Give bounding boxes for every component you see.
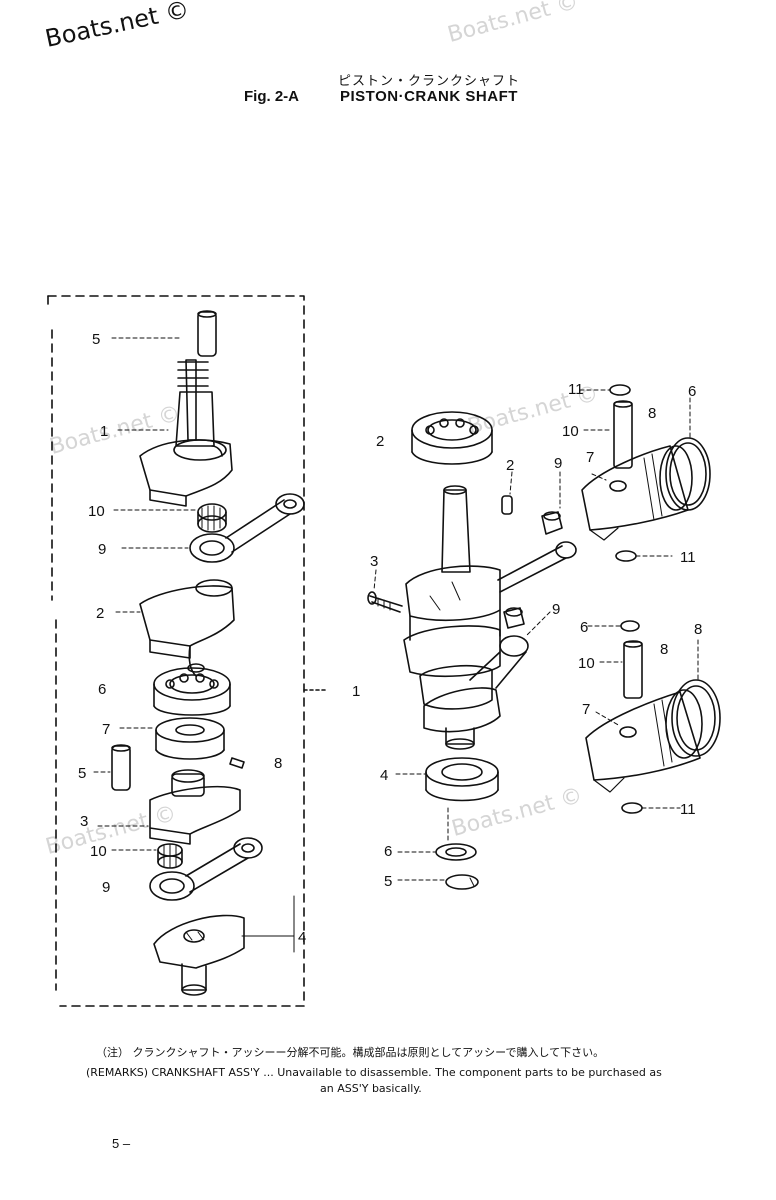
callout-9-middle-right: 9 xyxy=(552,601,560,618)
callout-1-assembly: 1 xyxy=(352,683,360,700)
remarks-english-line2: an ASS'Y basically. xyxy=(320,1082,422,1095)
title-japanese: ピストン・クランクシャフト xyxy=(338,74,521,89)
remarks-english-line1: (REMARKS) CRANKSHAFT ASS'Y ... Unavailab… xyxy=(86,1066,662,1079)
crank-pin-top xyxy=(197,310,217,357)
callout-5-circlip: 5 xyxy=(384,873,392,890)
remarks-japanese: （注） クランクシャフト・アッシーー分解不可能。構成部品は原則としてアッシーで購… xyxy=(96,1046,605,1059)
callout-5-lower-left: 5 xyxy=(78,765,86,782)
callout-11-top-right: 11 xyxy=(568,381,584,398)
crank-web xyxy=(139,579,235,677)
callout-6-top-right: 6 xyxy=(688,383,696,400)
callouts-left: 5 1 10 9 2 6 7 5 8 3 10 9 4 1 xyxy=(78,331,360,946)
callout-11-middle-right: 11 xyxy=(680,549,696,566)
page-number: 5 – xyxy=(112,1136,131,1151)
callout-5-top-left: 5 xyxy=(92,331,100,348)
callout-2-left: 2 xyxy=(96,605,104,622)
figure-number: Fig. 2-A xyxy=(244,88,299,105)
piston-clip-bottom-lower xyxy=(621,802,643,814)
upper-crank-half xyxy=(139,359,233,507)
callout-10-lower-right: 10 xyxy=(578,655,595,672)
callouts-right: 2 2 3 9 11 10 7 8 6 9 11 10 8 7 8 11 6 4… xyxy=(370,381,702,890)
callout-7-lower-right: 7 xyxy=(582,701,590,718)
connecting-rod-upper xyxy=(189,493,305,563)
piston-pin-top xyxy=(613,400,633,469)
piston-clip-top xyxy=(609,384,631,396)
piston-clip-bottom xyxy=(620,620,640,632)
callout-8-lower-right-pin: 8 xyxy=(660,641,668,658)
circlip xyxy=(445,874,479,890)
callout-9-top-left: 9 xyxy=(98,541,106,558)
assembly-box xyxy=(47,295,329,1007)
title-english: PISTON·CRANK SHAFT xyxy=(340,88,518,105)
lower-crank-half xyxy=(153,914,245,996)
piston-bottom xyxy=(585,689,703,793)
callout-9-top-right: 9 xyxy=(554,455,562,472)
ball-bearing-left xyxy=(153,667,231,716)
callout-8-left: 8 xyxy=(274,755,282,772)
callout-1-left: 1 xyxy=(100,423,108,440)
callout-8-top-right: 8 xyxy=(648,405,656,422)
connecting-rod-right-lower xyxy=(469,635,529,689)
callout-11-lower-right-clip: 6 xyxy=(580,619,588,636)
callout-11-lower-right: 11 xyxy=(680,801,696,818)
callout-6-washer: 6 xyxy=(384,843,392,860)
bolt xyxy=(367,591,403,613)
needle-bearing-lower xyxy=(157,843,183,869)
ball-bearing-top-right xyxy=(411,411,493,465)
washer xyxy=(435,843,477,861)
leader-lines-right xyxy=(373,389,699,881)
callout-2-bearing: 2 xyxy=(376,433,384,450)
connecting-rod-right-upper xyxy=(497,541,577,593)
callout-10-top-left: 10 xyxy=(88,503,105,520)
callout-7-left: 7 xyxy=(102,721,110,738)
small-end-bearing-top xyxy=(541,511,563,535)
callout-4-left: 4 xyxy=(298,929,306,946)
connecting-rod-lower xyxy=(149,837,263,901)
crank-pin-lower xyxy=(111,744,131,791)
callout-8-lower-right-ring: 8 xyxy=(694,621,702,638)
leader-lines-left xyxy=(93,337,295,953)
callout-10-lower-left: 10 xyxy=(90,843,107,860)
woodruff-key-right xyxy=(501,495,513,515)
piston-top xyxy=(581,445,693,541)
callout-10-top-right: 10 xyxy=(562,423,579,440)
callout-3-bolt: 3 xyxy=(370,553,378,570)
needle-bearing-upper xyxy=(197,503,227,533)
callout-9-lower-left: 9 xyxy=(102,879,110,896)
callout-6-left: 6 xyxy=(98,681,106,698)
woodruff-key-left xyxy=(229,757,245,769)
collar-left xyxy=(155,717,225,760)
lower-crank-web xyxy=(149,769,241,845)
ball-bearing-bottom-right xyxy=(425,757,499,802)
callout-2-key: 2 xyxy=(506,457,514,474)
crankshaft-assembly xyxy=(403,485,501,750)
small-end-bearing-middle xyxy=(503,607,525,629)
piston-pin-bottom xyxy=(623,640,643,699)
callout-3-left: 3 xyxy=(80,813,88,830)
callout-7-top-right: 7 xyxy=(586,449,594,466)
piston-clip-top-lower xyxy=(615,550,637,562)
callout-4-bearing: 4 xyxy=(380,767,388,784)
